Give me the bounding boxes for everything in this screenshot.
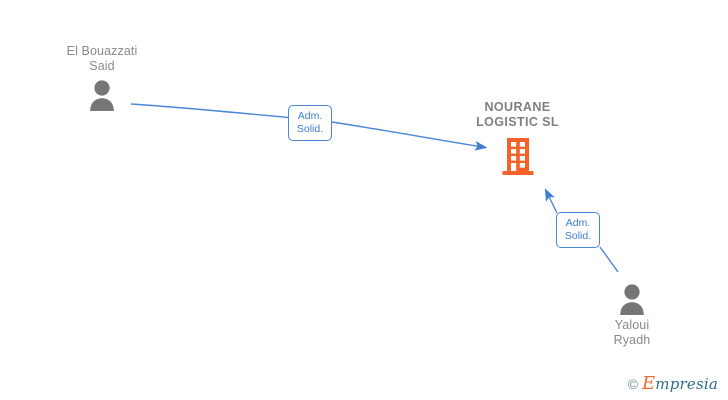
company-node-nourane-logistic-sl[interactable]: NOURANE LOGISTIC SL <box>455 100 580 176</box>
edge-label2-to-company <box>544 188 558 214</box>
building-icon <box>502 138 533 175</box>
company-name-label: NOURANE LOGISTIC SL <box>476 100 559 129</box>
person-icon <box>620 284 644 315</box>
watermark-brand: Empresia <box>641 373 718 394</box>
watermark-brand-rest: mpresia <box>655 375 718 393</box>
person-node-el-bouazzati-said[interactable]: El Bouazzati Said <box>32 44 172 111</box>
person-icon <box>90 80 114 111</box>
person-name-label: El Bouazzati Said <box>66 44 138 73</box>
watermark-brand-initial: E <box>641 373 656 394</box>
relation-label-adm-solid-2[interactable]: Adm. Solid. <box>556 212 600 248</box>
relation-label-adm-solid-1[interactable]: Adm. Solid. <box>288 105 332 141</box>
empresia-watermark: © Empresia <box>627 373 718 394</box>
person-node-yaloui-ryadh[interactable]: Yaloui Ryadh <box>562 283 702 348</box>
person-name-label: Yaloui Ryadh <box>613 318 651 347</box>
edge-person2-to-label2 <box>599 246 619 273</box>
copyright-icon: © <box>627 376 638 392</box>
